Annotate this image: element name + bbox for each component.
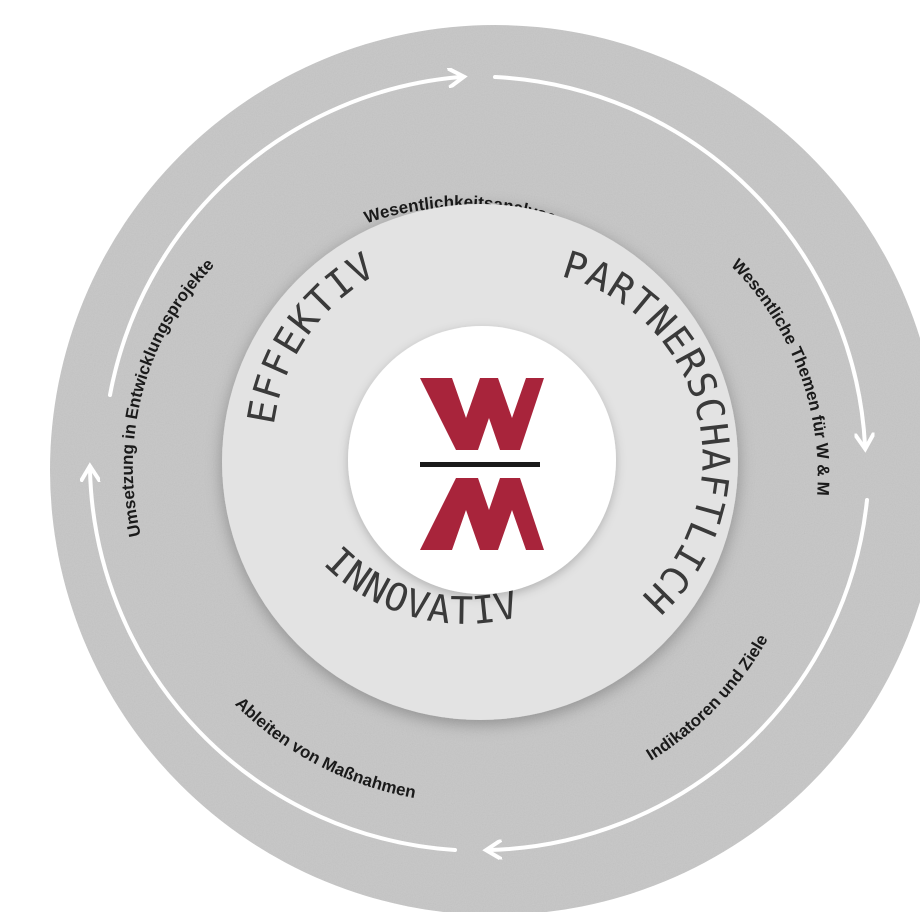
center-disc — [348, 326, 616, 594]
arrow-bottom-left — [90, 470, 457, 852]
cycle-arrows — [90, 77, 867, 850]
arrow-top-left — [108, 77, 460, 397]
arrow-top-right — [493, 75, 865, 445]
logo-letter-m — [420, 478, 544, 550]
logo-divider-bar — [420, 462, 540, 467]
wm-logo-icon — [420, 378, 544, 550]
arrow-bottom-right — [490, 498, 869, 850]
logo-letter-w — [420, 378, 544, 450]
